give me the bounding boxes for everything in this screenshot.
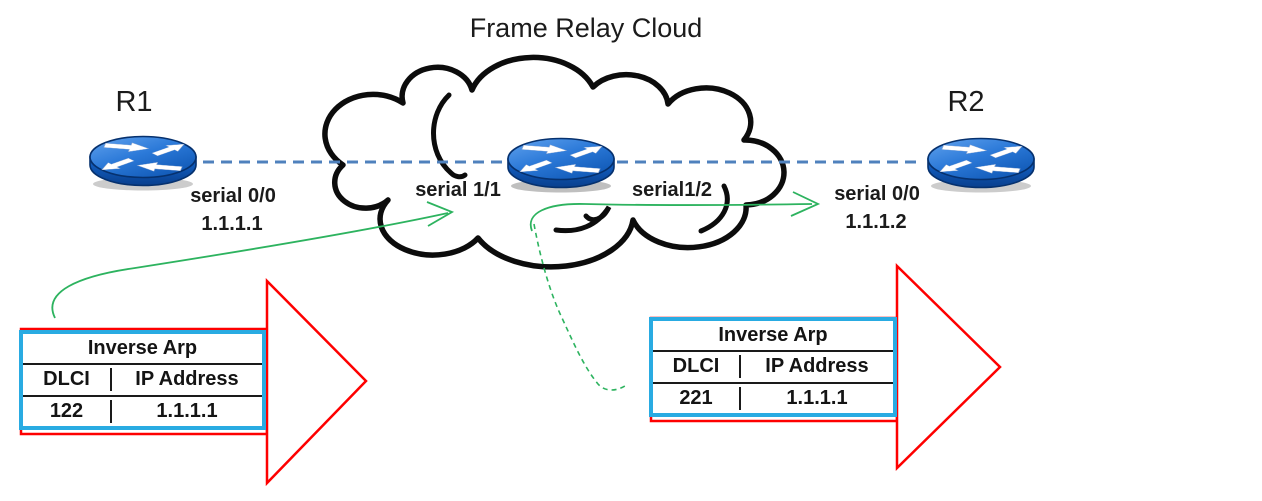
cloud-inner-puff-left: [431, 92, 468, 180]
router-r1-label: R1: [115, 86, 153, 118]
table-title: Inverse Arp: [23, 334, 262, 366]
cell-dlci: 122: [49, 399, 84, 422]
r1-ip-label: 1.1.1.1: [201, 213, 263, 235]
router-r2-label: R2: [947, 86, 985, 118]
table-title: Inverse Arp: [653, 321, 893, 353]
switch-interface-right-label: serial1/2: [631, 179, 713, 201]
table-header-row: DLCI IP Address: [23, 365, 262, 397]
table-row: 122 1.1.1.1: [23, 397, 262, 426]
inverse-arp-table-r2: Inverse Arp DLCI IP Address 221 1.1.1.1: [649, 317, 897, 417]
inverse-arp-table-r1: Inverse Arp DLCI IP Address 122 1.1.1.1: [19, 330, 266, 430]
cell-ip: 1.1.1.1: [739, 386, 893, 410]
col-header-dlci: DLCI: [43, 368, 90, 391]
green-arrow-cloud-to-r2: [529, 203, 813, 232]
green-arrowhead-serial11: [426, 201, 455, 227]
col-header-dlci: DLCI: [672, 355, 720, 378]
cell-ip: 1.1.1.1: [110, 399, 262, 423]
r1-interface-label: serial 0/0: [190, 185, 276, 207]
green-dashed-curve-to-table: [533, 223, 629, 391]
green-arrowhead-r2: [790, 191, 821, 217]
cell-dlci: 221: [679, 386, 713, 409]
table-row: 221 1.1.1.1: [653, 384, 893, 413]
router-frame-relay-switch-icon: [500, 132, 620, 194]
table-header-row: DLCI IP Address: [653, 352, 893, 384]
diagram-title: Frame Relay Cloud: [469, 13, 703, 43]
switch-interface-left-label: serial 1/1: [415, 179, 501, 201]
col-header-ip: IP Address: [110, 368, 262, 392]
r2-interface-label: serial 0/0: [834, 183, 920, 205]
cloud-inner-puff-bottom: [553, 205, 612, 234]
r2-ip-label: 1.1.1.2: [845, 211, 907, 233]
router-r1-icon: [82, 130, 202, 192]
col-header-ip: IP Address: [739, 355, 893, 379]
router-r2-icon: [920, 132, 1040, 194]
